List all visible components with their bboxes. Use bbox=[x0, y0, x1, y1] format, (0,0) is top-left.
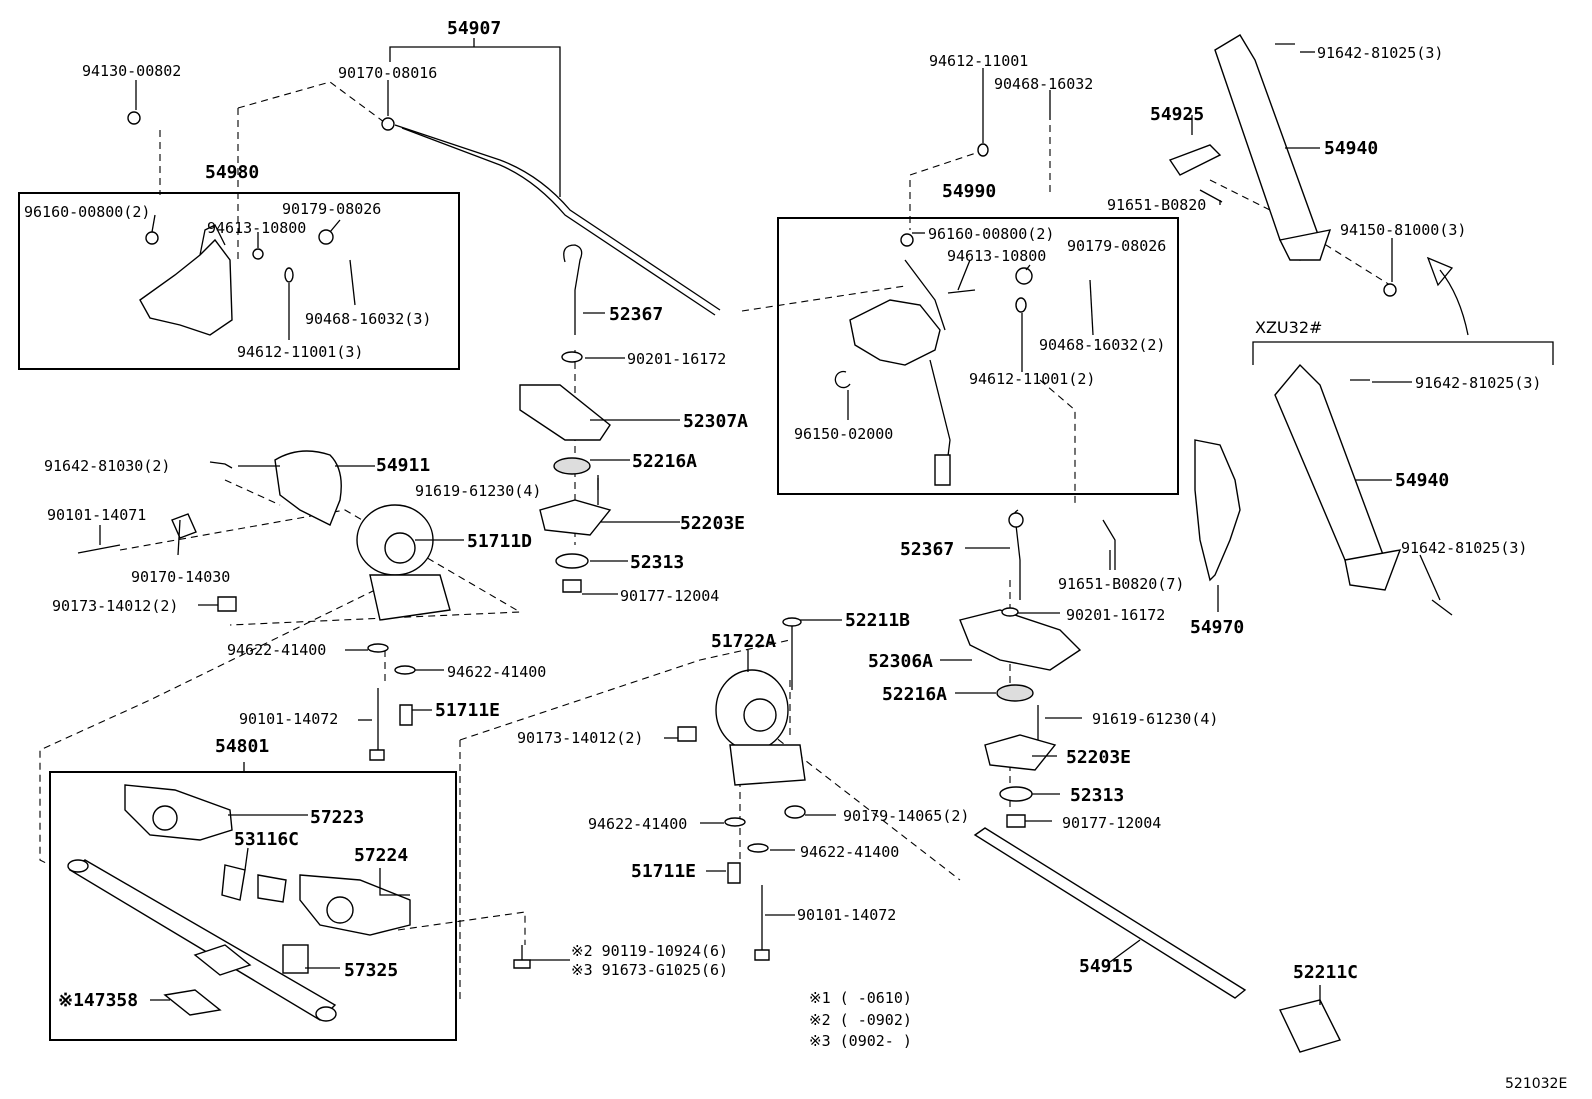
assembly-box-54980 bbox=[18, 192, 460, 370]
label-52203Ea: 52203E bbox=[680, 513, 746, 534]
label-53116C: 53116C bbox=[234, 829, 300, 850]
label-90101-14072b: 90101-14072 bbox=[797, 906, 897, 924]
mount-52307A-part bbox=[519, 384, 611, 441]
label-57325: 57325 bbox=[344, 960, 399, 981]
label-90201-16172a: 90201-16172 bbox=[627, 350, 727, 368]
label-90468-16032-top: 90468-16032 bbox=[994, 75, 1094, 93]
label-54990: 54990 bbox=[942, 181, 997, 202]
label-52313a: 52313 bbox=[630, 552, 685, 573]
figure-id: 521032E bbox=[1505, 1076, 1568, 1092]
note-1: ※1 ( -0610) bbox=[809, 989, 912, 1007]
label-54980: 54980 bbox=[205, 162, 260, 183]
label-52367b: 52367 bbox=[900, 539, 955, 560]
bracket-54990-part bbox=[849, 299, 941, 366]
label-91619-61230-4a: 91619-61230(4) bbox=[415, 482, 542, 500]
label-91642-81030-2: 91642-81030(2) bbox=[44, 457, 171, 475]
label-90119-10924: ※2 90119-10924(6) bbox=[571, 942, 729, 960]
label-47358: ※147358 bbox=[58, 990, 139, 1011]
label-91651-B0820: 91651-B0820 bbox=[1107, 196, 1207, 214]
label-90170-14030: 90170-14030 bbox=[131, 568, 231, 586]
label-51711Ea: 51711E bbox=[435, 700, 501, 721]
label-94613-10800b: 94613-10800 bbox=[947, 247, 1047, 265]
label-52367a: 52367 bbox=[609, 304, 664, 325]
label-90101-14072a: 90101-14072 bbox=[239, 710, 339, 728]
label-54925: 54925 bbox=[1150, 104, 1205, 125]
mount-52306A-part bbox=[959, 609, 1082, 671]
label-57223: 57223 bbox=[310, 807, 365, 828]
label-90201-16172b: 90201-16172 bbox=[1066, 606, 1166, 624]
label-91642-81025-3c: 91642-81025(3) bbox=[1401, 539, 1528, 557]
arm-54940b-part bbox=[1274, 363, 1386, 581]
label-52203Eb: 52203E bbox=[1066, 747, 1132, 768]
label-51711Eb: 51711E bbox=[631, 861, 697, 882]
cover-54911-part bbox=[274, 450, 342, 526]
label-54907: 54907 bbox=[447, 18, 502, 39]
label-90101-14071: 90101-14071 bbox=[47, 506, 147, 524]
label-96160-00800-2b: 96160-00800(2) bbox=[928, 225, 1055, 243]
label-94622-41400d: 94622-41400 bbox=[800, 843, 900, 861]
label-94150-81000-3: 94150-81000(3) bbox=[1340, 221, 1467, 239]
label-96160-00800-2a: 96160-00800(2) bbox=[24, 203, 151, 221]
label-94130-00802: 94130-00802 bbox=[82, 62, 182, 80]
label-90177-12004b: 90177-12004 bbox=[1062, 814, 1162, 832]
label-96150-02000: 96150-02000 bbox=[794, 425, 894, 443]
label-54801: 54801 bbox=[215, 736, 270, 757]
bracket-57224-part bbox=[299, 874, 411, 936]
label-52216Aa: 52216A bbox=[632, 451, 698, 472]
label-90173-14012-2a: 90173-14012(2) bbox=[52, 597, 179, 615]
label-51711D: 51711D bbox=[467, 531, 533, 552]
assembly-box-54801 bbox=[49, 771, 457, 1041]
label-91651-B0820-7: 91651-B0820(7) bbox=[1058, 575, 1185, 593]
label-90468-16032-2: 90468-16032(2) bbox=[1039, 336, 1166, 354]
bracket-54980-part bbox=[139, 238, 233, 336]
bracket-57223-part bbox=[124, 784, 233, 841]
label-52307A: 52307A bbox=[683, 411, 749, 432]
label-52216Ab: 52216A bbox=[882, 684, 948, 705]
label-90179-14065-2: 90179-14065(2) bbox=[843, 807, 970, 825]
label-90468-16032-3: 90468-16032(3) bbox=[305, 310, 432, 328]
label-57224: 57224 bbox=[354, 845, 409, 866]
bracket-54925-part bbox=[1168, 144, 1222, 176]
label-91642-81025-3b: 91642-81025(3) bbox=[1415, 374, 1542, 392]
label-52211B: 52211B bbox=[845, 610, 911, 631]
label-52211C: 52211C bbox=[1293, 962, 1359, 983]
arm-54970-part bbox=[1194, 439, 1241, 582]
label-90179-08026a: 90179-08026 bbox=[282, 200, 382, 218]
label-54940a: 54940 bbox=[1324, 138, 1379, 159]
label-94613-10800a: 94613-10800 bbox=[207, 219, 307, 237]
label-90170-08016: 90170-08016 bbox=[338, 64, 438, 82]
label-54911: 54911 bbox=[376, 455, 431, 476]
assembly-box-54990 bbox=[777, 217, 1179, 495]
label-94622-41400b: 94622-41400 bbox=[447, 663, 547, 681]
bushing-52211C-part bbox=[1279, 999, 1341, 1053]
label-90173-14012-2b: 90173-14012(2) bbox=[517, 729, 644, 747]
label-90177-12004a: 90177-12004 bbox=[620, 587, 720, 605]
label-52306A: 52306A bbox=[868, 651, 934, 672]
label-94612-11001-top: 94612-11001 bbox=[929, 52, 1029, 70]
label-91619-61230-4b: 91619-61230(4) bbox=[1092, 710, 1219, 728]
label-94612-11001-3: 94612-11001(3) bbox=[237, 343, 364, 361]
label-54915: 54915 bbox=[1079, 956, 1134, 977]
note-3: ※3 (0902- ) bbox=[809, 1032, 912, 1050]
label-94612-11001-2: 94612-11001(2) bbox=[969, 370, 1096, 388]
label-91642-81025-3a: 91642-81025(3) bbox=[1317, 44, 1444, 62]
label-94622-41400c: 94622-41400 bbox=[588, 815, 688, 833]
label-54940b: 54940 bbox=[1395, 470, 1450, 491]
note-2: ※2 ( -0902) bbox=[809, 1011, 912, 1029]
label-54970: 54970 bbox=[1190, 617, 1245, 638]
label-51722A: 51722A bbox=[711, 631, 777, 652]
label-90179-08026b: 90179-08026 bbox=[1067, 237, 1167, 255]
label-XZU32: XZU32# bbox=[1255, 318, 1323, 337]
label-94622-41400a: 94622-41400 bbox=[227, 641, 327, 659]
rod-54915-part bbox=[973, 827, 1247, 999]
label-52313b: 52313 bbox=[1070, 785, 1125, 806]
label-91673-G1025: ※3 91673-G1025(6) bbox=[571, 961, 729, 979]
